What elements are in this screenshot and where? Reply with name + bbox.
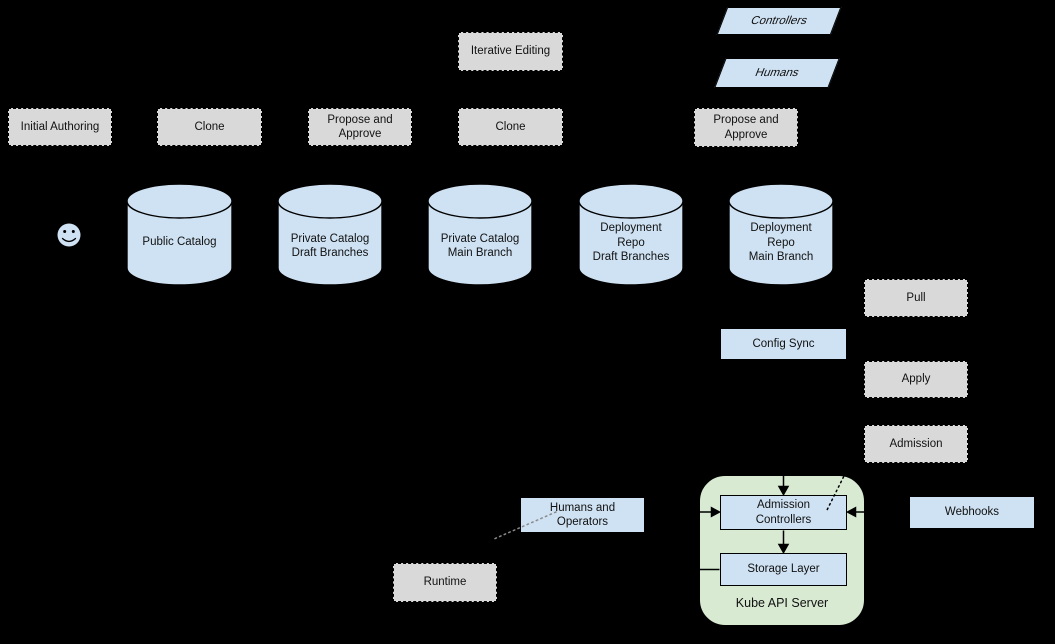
actor-controllers: Controllers bbox=[716, 7, 842, 35]
stage-clone-1: Clone bbox=[157, 108, 262, 146]
node-config-sync: Config Sync bbox=[721, 329, 846, 359]
stage-clone-2: Clone bbox=[458, 108, 563, 146]
kube-api-server-label: Kube API Server bbox=[735, 596, 829, 610]
smiley-face-icon bbox=[57, 223, 81, 247]
cylinder-label-deployment-repo-main: Deployment Repo Main Branch bbox=[748, 222, 814, 264]
stage-initial-authoring: Initial Authoring bbox=[8, 108, 112, 146]
cylinder-private-catalog-main bbox=[427, 183, 533, 286]
stage-propose-and-approve-1: Propose and Approve bbox=[308, 108, 412, 146]
cylinder-label-private-catalog-draft: Private Catalog Draft Branches bbox=[290, 232, 370, 259]
cylinder-label-deployment-repo-draft: Deployment Repo Draft Branches bbox=[592, 222, 670, 264]
cylinder-label-private-catalog-main: Private Catalog Main Branch bbox=[440, 232, 520, 259]
cylinder-private-catalog-draft bbox=[277, 183, 383, 286]
cylinder-deployment-repo-draft bbox=[578, 183, 684, 286]
actor-humans: Humans bbox=[714, 58, 840, 88]
stage-admission: Admission bbox=[864, 425, 968, 463]
cylinder-deployment-repo-main bbox=[728, 183, 834, 286]
stage-iterative-editing: Iterative Editing bbox=[458, 32, 563, 71]
stage-pull: Pull bbox=[864, 279, 968, 317]
node-humans-and-operators: Humans and Operators bbox=[521, 498, 644, 532]
cylinder-public-catalog bbox=[126, 183, 233, 286]
cylinder-label-public-catalog: Public Catalog bbox=[142, 235, 217, 248]
node-admission-controllers: Admission Controllers bbox=[720, 495, 847, 530]
node-storage-layer: Storage Layer bbox=[720, 553, 847, 586]
stage-runtime: Runtime bbox=[393, 563, 497, 602]
stage-apply: Apply bbox=[864, 361, 968, 398]
stage-propose-and-approve-2: Propose and Approve bbox=[694, 108, 798, 147]
node-webhooks: Webhooks bbox=[910, 497, 1034, 528]
